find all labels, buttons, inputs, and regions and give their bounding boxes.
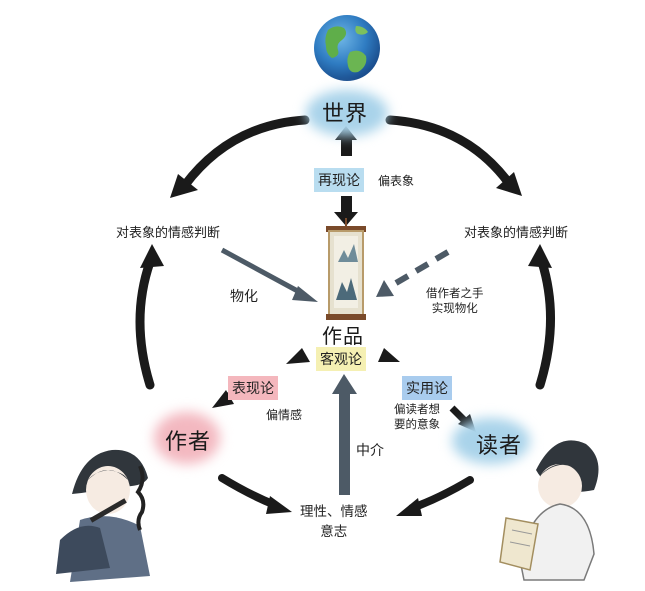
arrow-medium-shaft [339,390,350,495]
arrow-author-to-mind-head [266,496,292,514]
label-via-reader-line2: 实现物化 [431,301,478,315]
arrow-up-world-shaft [341,134,352,156]
label-via-reader-line1: 借作者之手 [426,286,484,300]
arrow-author-to-mind [218,474,279,509]
arrow-author-up-head [140,244,164,268]
label-right-judgment: 对表象的情感判断 [464,226,569,241]
label-left-judgment: 对表象的情感判断 [116,226,221,241]
world-highlight [306,90,388,136]
arrow-world-to-left-head [170,174,198,198]
author-highlight [154,412,220,464]
scroll-painting-icon [326,218,366,320]
tag-pragmatic: 实用论 [402,376,452,400]
node-reader: 读者 [476,434,523,459]
label-mind-line1: 理性、情感 [300,504,368,520]
arrow-via-reader-head [376,280,394,297]
arrow-medium-head [332,374,357,394]
label-mind-line2: 意志 [320,524,348,540]
note-pragmatic: 偏读者想 要的意象 [394,402,440,432]
note-mimetic: 偏表象 [378,174,415,188]
arrow-reader-to-work [378,348,400,362]
node-author: 作者 [165,430,212,455]
label-materialize: 物化 [230,289,258,305]
tag-mimetic: 再现论 [314,168,364,192]
reader-figure [499,440,599,581]
arrow-reader-up [535,257,555,390]
arrow-reader-up-head [528,244,552,268]
node-work: 作品 [322,324,364,348]
node-world: 世界 [322,102,369,127]
note-pragmatic-line2: 要的意象 [394,417,440,431]
author-figure [56,449,150,582]
arrow-author-to-work [286,348,310,364]
label-mind: 理性、情感 意志 [300,502,368,542]
arrow-materialize-head [292,286,318,302]
arrow-author-up [135,257,155,390]
arrow-materialize [220,247,307,298]
note-expressive: 偏情感 [266,408,303,422]
arrow-via-reader-dashed [394,249,450,286]
arrow-world-to-right [385,115,513,187]
tag-expressive: 表现论 [228,376,278,400]
arrow-down-work-shaft [341,196,352,214]
arrow-world-to-left [180,115,310,190]
label-via-reader: 借作者之手 实现物化 [426,286,484,316]
arrow-reader-to-mind-head [396,498,422,516]
arrow-reader-to-mind [408,476,474,512]
arrow-world-to-right-head [496,172,522,196]
reader-highlight [452,418,530,464]
globe-icon [314,15,380,81]
note-pragmatic-line1: 偏读者想 [394,402,440,416]
tag-objective: 客观论 [316,347,366,371]
label-medium: 中介 [356,443,384,459]
